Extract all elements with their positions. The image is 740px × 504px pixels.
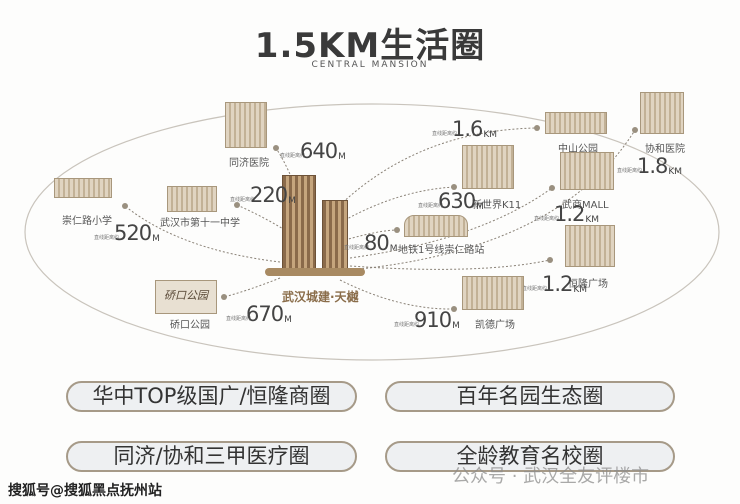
line-kaide	[339, 279, 455, 310]
location-dot	[221, 294, 227, 300]
k11-building	[462, 145, 514, 189]
location-dot	[234, 202, 240, 208]
metro-station-building	[404, 215, 468, 237]
pill-education: 全龄教育名校圈	[385, 441, 675, 472]
xiehe-hospital-building	[640, 92, 684, 134]
place-label: 同济医院	[229, 158, 269, 169]
location-dot	[451, 306, 457, 312]
place-label: 崇仁路小学	[62, 216, 112, 227]
kaide-plaza-building	[462, 276, 524, 310]
place-label: 地铁1号线崇仁路站	[398, 245, 485, 256]
tongji-hospital-building	[225, 102, 267, 148]
line-zhongshan	[339, 127, 538, 206]
no11-school-building	[167, 186, 217, 212]
line-henglong	[349, 259, 551, 270]
zhongshan-park-building	[545, 112, 607, 134]
location-dot	[122, 203, 128, 209]
pill-commerce: 华中TOP级国广/恒隆商圈	[66, 381, 357, 412]
location-dot	[549, 185, 555, 191]
subtitle: CENTRAL MANSION	[311, 60, 429, 70]
project-tower-main	[282, 175, 316, 270]
chongren-school-building	[54, 178, 112, 198]
watermark-sohu: 搜狐号@搜狐黑点抚州站	[8, 483, 162, 499]
line-xiehe	[349, 129, 636, 271]
line-wushang	[349, 187, 553, 259]
page-title: 1.5KM生活圈	[254, 26, 486, 66]
place-label: 协和医院	[645, 144, 685, 155]
location-dot	[632, 127, 638, 133]
place-label: 武汉市第十一中学	[160, 218, 240, 229]
wushang-mall-building	[560, 152, 614, 190]
location-dot	[534, 125, 540, 131]
line-chongren-school	[124, 205, 281, 263]
line-metro	[344, 229, 399, 241]
radius-ellipse	[24, 103, 720, 361]
project-tower-secondary	[322, 200, 348, 270]
place-label: 恒隆广场	[568, 279, 608, 290]
place-label: 新世界K11	[472, 200, 522, 211]
place-label: 中山公园	[558, 144, 598, 155]
place-label: 凯德广场	[475, 320, 515, 331]
watermark-wechat: 公众号 · 武汉全友评楼市	[452, 466, 650, 487]
henglong-plaza-building	[565, 225, 615, 267]
location-dot	[547, 257, 553, 263]
location-dot	[451, 184, 457, 190]
pill-medical: 同济/协和三甲医疗圈	[66, 441, 357, 472]
qiaokou-park-sign: 硚口公园	[155, 280, 217, 314]
place-label: 硚口公园	[170, 320, 210, 331]
place-label: 武商MALL	[562, 200, 609, 211]
line-no11	[236, 204, 286, 231]
pill-ecology: 百年名园生态圈	[385, 381, 675, 412]
location-dot	[273, 145, 279, 151]
location-dot	[394, 227, 400, 233]
line-qiaokou	[223, 277, 281, 298]
project-name: 武汉城建·天樾	[282, 290, 359, 304]
project-base	[265, 268, 365, 276]
line-k11	[344, 186, 455, 221]
